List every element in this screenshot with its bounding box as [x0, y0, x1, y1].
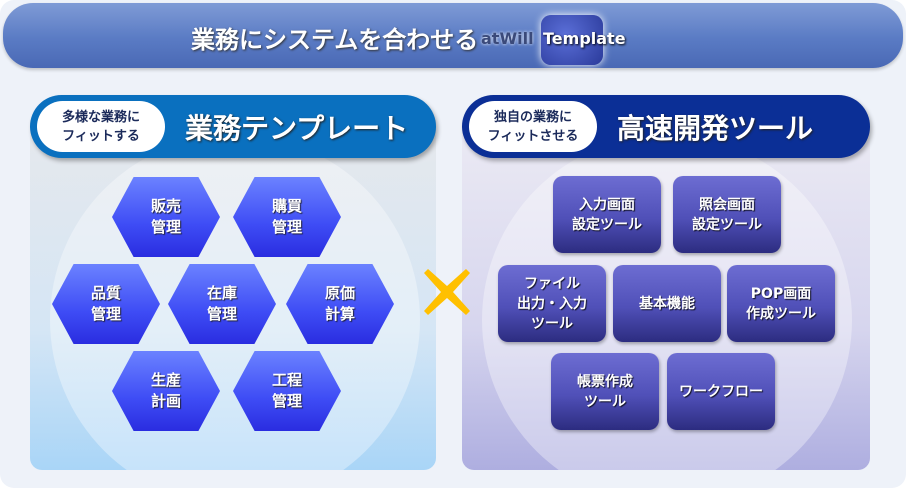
dev-tools-header: 独自の業務にフィットさせる 高速開発ツール — [462, 95, 870, 158]
template-hex: 工程管理 — [233, 351, 341, 431]
item-label: 生産 — [150, 371, 181, 389]
item-label: 出力・入力 — [517, 295, 587, 312]
item-label: ツール — [531, 315, 573, 332]
item-label: 管理 — [90, 305, 121, 323]
header-title: 業務にシステムを合わせる — [191, 26, 479, 54]
item-label: 原価 — [324, 284, 355, 302]
item-label: 帳票作成 — [577, 373, 633, 390]
item-label: 計画 — [150, 392, 181, 410]
tool-box: POP画面作成ツール — [727, 265, 835, 342]
right-title: 高速開発ツール — [617, 112, 814, 145]
item-label: 品質 — [90, 284, 121, 302]
template-hex: 生産計画 — [112, 351, 220, 431]
template-hex: 販売管理 — [112, 177, 220, 257]
right-badge: 独自の業務にフィットさせる — [469, 101, 597, 152]
item-label: 基本機能 — [639, 295, 695, 312]
business-template-header: 多様な業務にフィットする 業務テンプレート — [30, 95, 436, 158]
item-label: 設定ツール — [572, 216, 642, 233]
item-label: 管理 — [271, 218, 302, 236]
item-label: 計算 — [324, 305, 355, 323]
item-label: ツール — [584, 393, 626, 410]
template-hex: 在庫管理 — [168, 264, 276, 344]
template-hex: 購買管理 — [233, 177, 341, 257]
item-label: ファイル — [524, 275, 580, 292]
template-hex: 原価計算 — [286, 264, 394, 344]
item-label: 入力画面 — [579, 196, 635, 213]
times-icon — [424, 269, 470, 315]
item-label: 多様な業務に — [61, 109, 140, 125]
template-hex: 品質管理 — [52, 264, 160, 344]
item-label: 購買 — [271, 197, 302, 215]
item-label: ワークフロー — [679, 383, 763, 400]
left-title: 業務テンプレート — [185, 112, 409, 145]
tool-box: ファイル出力・入力ツール — [498, 265, 606, 342]
item-label: 設定ツール — [692, 216, 762, 233]
left-badge: 多様な業務にフィットする — [37, 101, 165, 152]
item-label: POP画面 — [750, 285, 812, 302]
item-label: 販売 — [150, 197, 181, 215]
tool-box: ワークフロー — [667, 353, 775, 430]
item-label: 管理 — [206, 305, 237, 323]
item-label: 作成ツール — [746, 305, 816, 322]
tool-box: 帳票作成ツール — [551, 353, 659, 430]
item-label: 独自の業務に — [493, 109, 572, 125]
item-label: 照会画面 — [699, 196, 755, 213]
item-label: 管理 — [150, 218, 181, 236]
item-label: フィットする — [62, 128, 140, 144]
tool-box: 基本機能 — [613, 265, 721, 342]
item-label: 管理 — [271, 392, 302, 410]
item-label: 工程 — [271, 371, 302, 389]
item-label: フィットさせる — [487, 128, 579, 144]
tool-box: 入力画面設定ツール — [553, 176, 661, 253]
item-label: 在庫 — [206, 284, 237, 302]
tool-box: 照会画面設定ツール — [673, 176, 781, 253]
puzzle-icon — [541, 15, 603, 65]
